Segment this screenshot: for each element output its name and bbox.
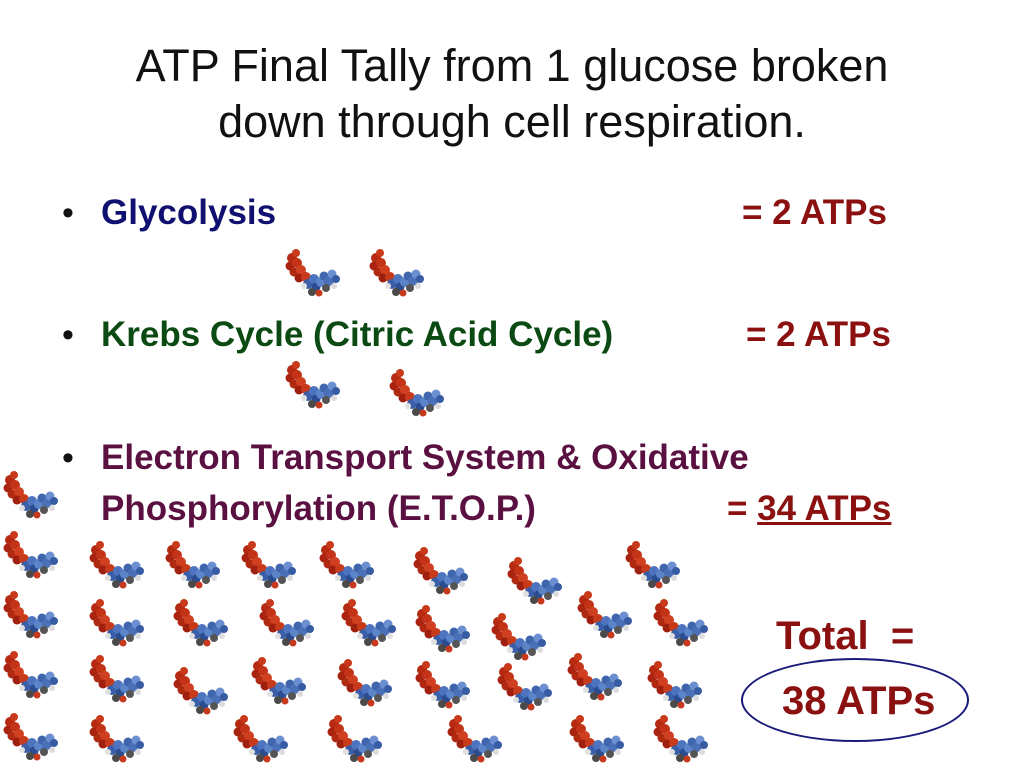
slide-title: ATP Final Tally from 1 glucose broken do… xyxy=(0,38,1024,150)
atp-molecule-icon xyxy=(336,658,394,710)
atp-molecule-icon xyxy=(414,604,472,656)
atp-molecule-icon xyxy=(412,546,470,598)
atp-molecule-icon xyxy=(318,540,376,592)
bullet-glycolysis-label: Glycolysis xyxy=(101,193,277,232)
atp-molecule-icon xyxy=(240,540,298,592)
atp-molecule-icon xyxy=(490,612,548,664)
atp-molecule-icon xyxy=(88,540,146,592)
title-line-2: down through cell respiration. xyxy=(218,96,806,147)
atp-molecule-icon xyxy=(172,598,230,650)
atp-molecule-icon xyxy=(172,666,230,718)
bullet-etop-label-line1: Electron Transport System & Oxidative xyxy=(101,438,749,477)
bullet-dot-2: • xyxy=(62,316,74,354)
atp-molecule-icon xyxy=(446,714,504,766)
atp-molecule-icon xyxy=(284,360,342,412)
atp-molecule-icon xyxy=(284,248,342,300)
atp-molecule-icon xyxy=(164,540,222,592)
total-equals: = xyxy=(890,614,915,658)
atp-molecule-icon xyxy=(2,650,60,702)
etop-atp-number: 34 ATPs xyxy=(757,489,892,528)
atp-molecule-icon xyxy=(258,598,316,650)
atp-molecule-icon xyxy=(2,590,60,642)
total-word: Total xyxy=(776,614,869,658)
atp-molecule-icon xyxy=(624,540,682,592)
atp-molecule-icon xyxy=(232,714,290,766)
glycolysis-atp-value: = 2 ATPs xyxy=(742,193,887,232)
atp-molecule-icon xyxy=(2,712,60,764)
atp-molecule-icon xyxy=(576,590,634,642)
atp-molecule-icon xyxy=(368,248,426,300)
etop-atp-prefix: = xyxy=(727,489,758,528)
title-line-1: ATP Final Tally from 1 glucose broken xyxy=(135,40,889,91)
atp-molecule-icon xyxy=(88,598,146,650)
atp-molecule-icon xyxy=(506,556,564,608)
bullet-dot-1: • xyxy=(62,194,74,232)
atp-molecule-icon xyxy=(2,530,60,582)
total-oval xyxy=(741,658,969,742)
atp-molecule-icon xyxy=(652,598,710,650)
total-label: Total = xyxy=(776,613,914,659)
atp-molecule-icon xyxy=(2,470,60,522)
atp-molecule-icon xyxy=(326,714,384,766)
total-value: 38 ATPs xyxy=(782,679,936,723)
atp-molecule-icon xyxy=(566,652,624,704)
bullet-krebs-label: Krebs Cycle (Citric Acid Cycle) xyxy=(101,315,614,354)
atp-molecule-icon xyxy=(88,714,146,766)
atp-molecule-icon xyxy=(568,714,626,766)
atp-molecule-icon xyxy=(652,714,710,766)
krebs-atp-value: = 2 ATPs xyxy=(746,315,891,354)
atp-molecule-icon xyxy=(388,368,446,420)
atp-molecule-icon xyxy=(340,598,398,650)
etop-atp-value: = 34 ATPs xyxy=(727,488,891,530)
atp-molecule-icon xyxy=(646,660,704,712)
bullet-dot-3: • xyxy=(62,439,74,477)
atp-molecule-icon xyxy=(88,654,146,706)
atp-molecule-icon xyxy=(414,660,472,712)
atp-molecule-icon xyxy=(250,656,308,708)
atp-molecule-icon xyxy=(496,662,554,714)
bullet-etop-label-line2: Phosphorylation (E.T.O.P.) xyxy=(101,489,536,528)
